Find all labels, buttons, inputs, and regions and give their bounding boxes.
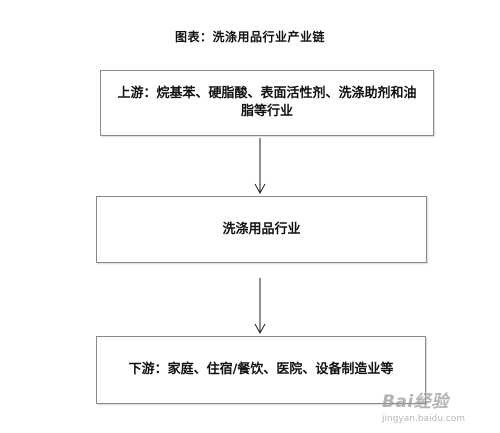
- watermark-brand: Bai经验: [382, 392, 449, 412]
- watermark-url: jingyan.baidu.com: [382, 414, 466, 424]
- arrow-upstream-to-industry: [254, 138, 266, 195]
- downstream-label: 下游：家庭、住宿/餐饮、医院、设备制造业等: [128, 362, 394, 377]
- downstream-node: 下游：家庭、住宿/餐饮、医院、设备制造业等: [96, 336, 426, 404]
- watermark-logo: Bai经验 jingyan.baidu.com: [382, 387, 492, 427]
- diagram-title: 图表：洗涤用品行业产业链: [174, 30, 325, 44]
- industry-node: 洗涤用品行业: [96, 196, 427, 263]
- upstream-label: 上游：烷基苯、硬脂酸、表面活性剂、洗涤助剂和油脂等行业: [117, 86, 417, 119]
- arrow-industry-to-downstream: [254, 278, 266, 335]
- upstream-node: 上游：烷基苯、硬脂酸、表面活性剂、洗涤助剂和油脂等行业: [100, 70, 434, 136]
- industry-label: 洗涤用品行业: [222, 221, 301, 237]
